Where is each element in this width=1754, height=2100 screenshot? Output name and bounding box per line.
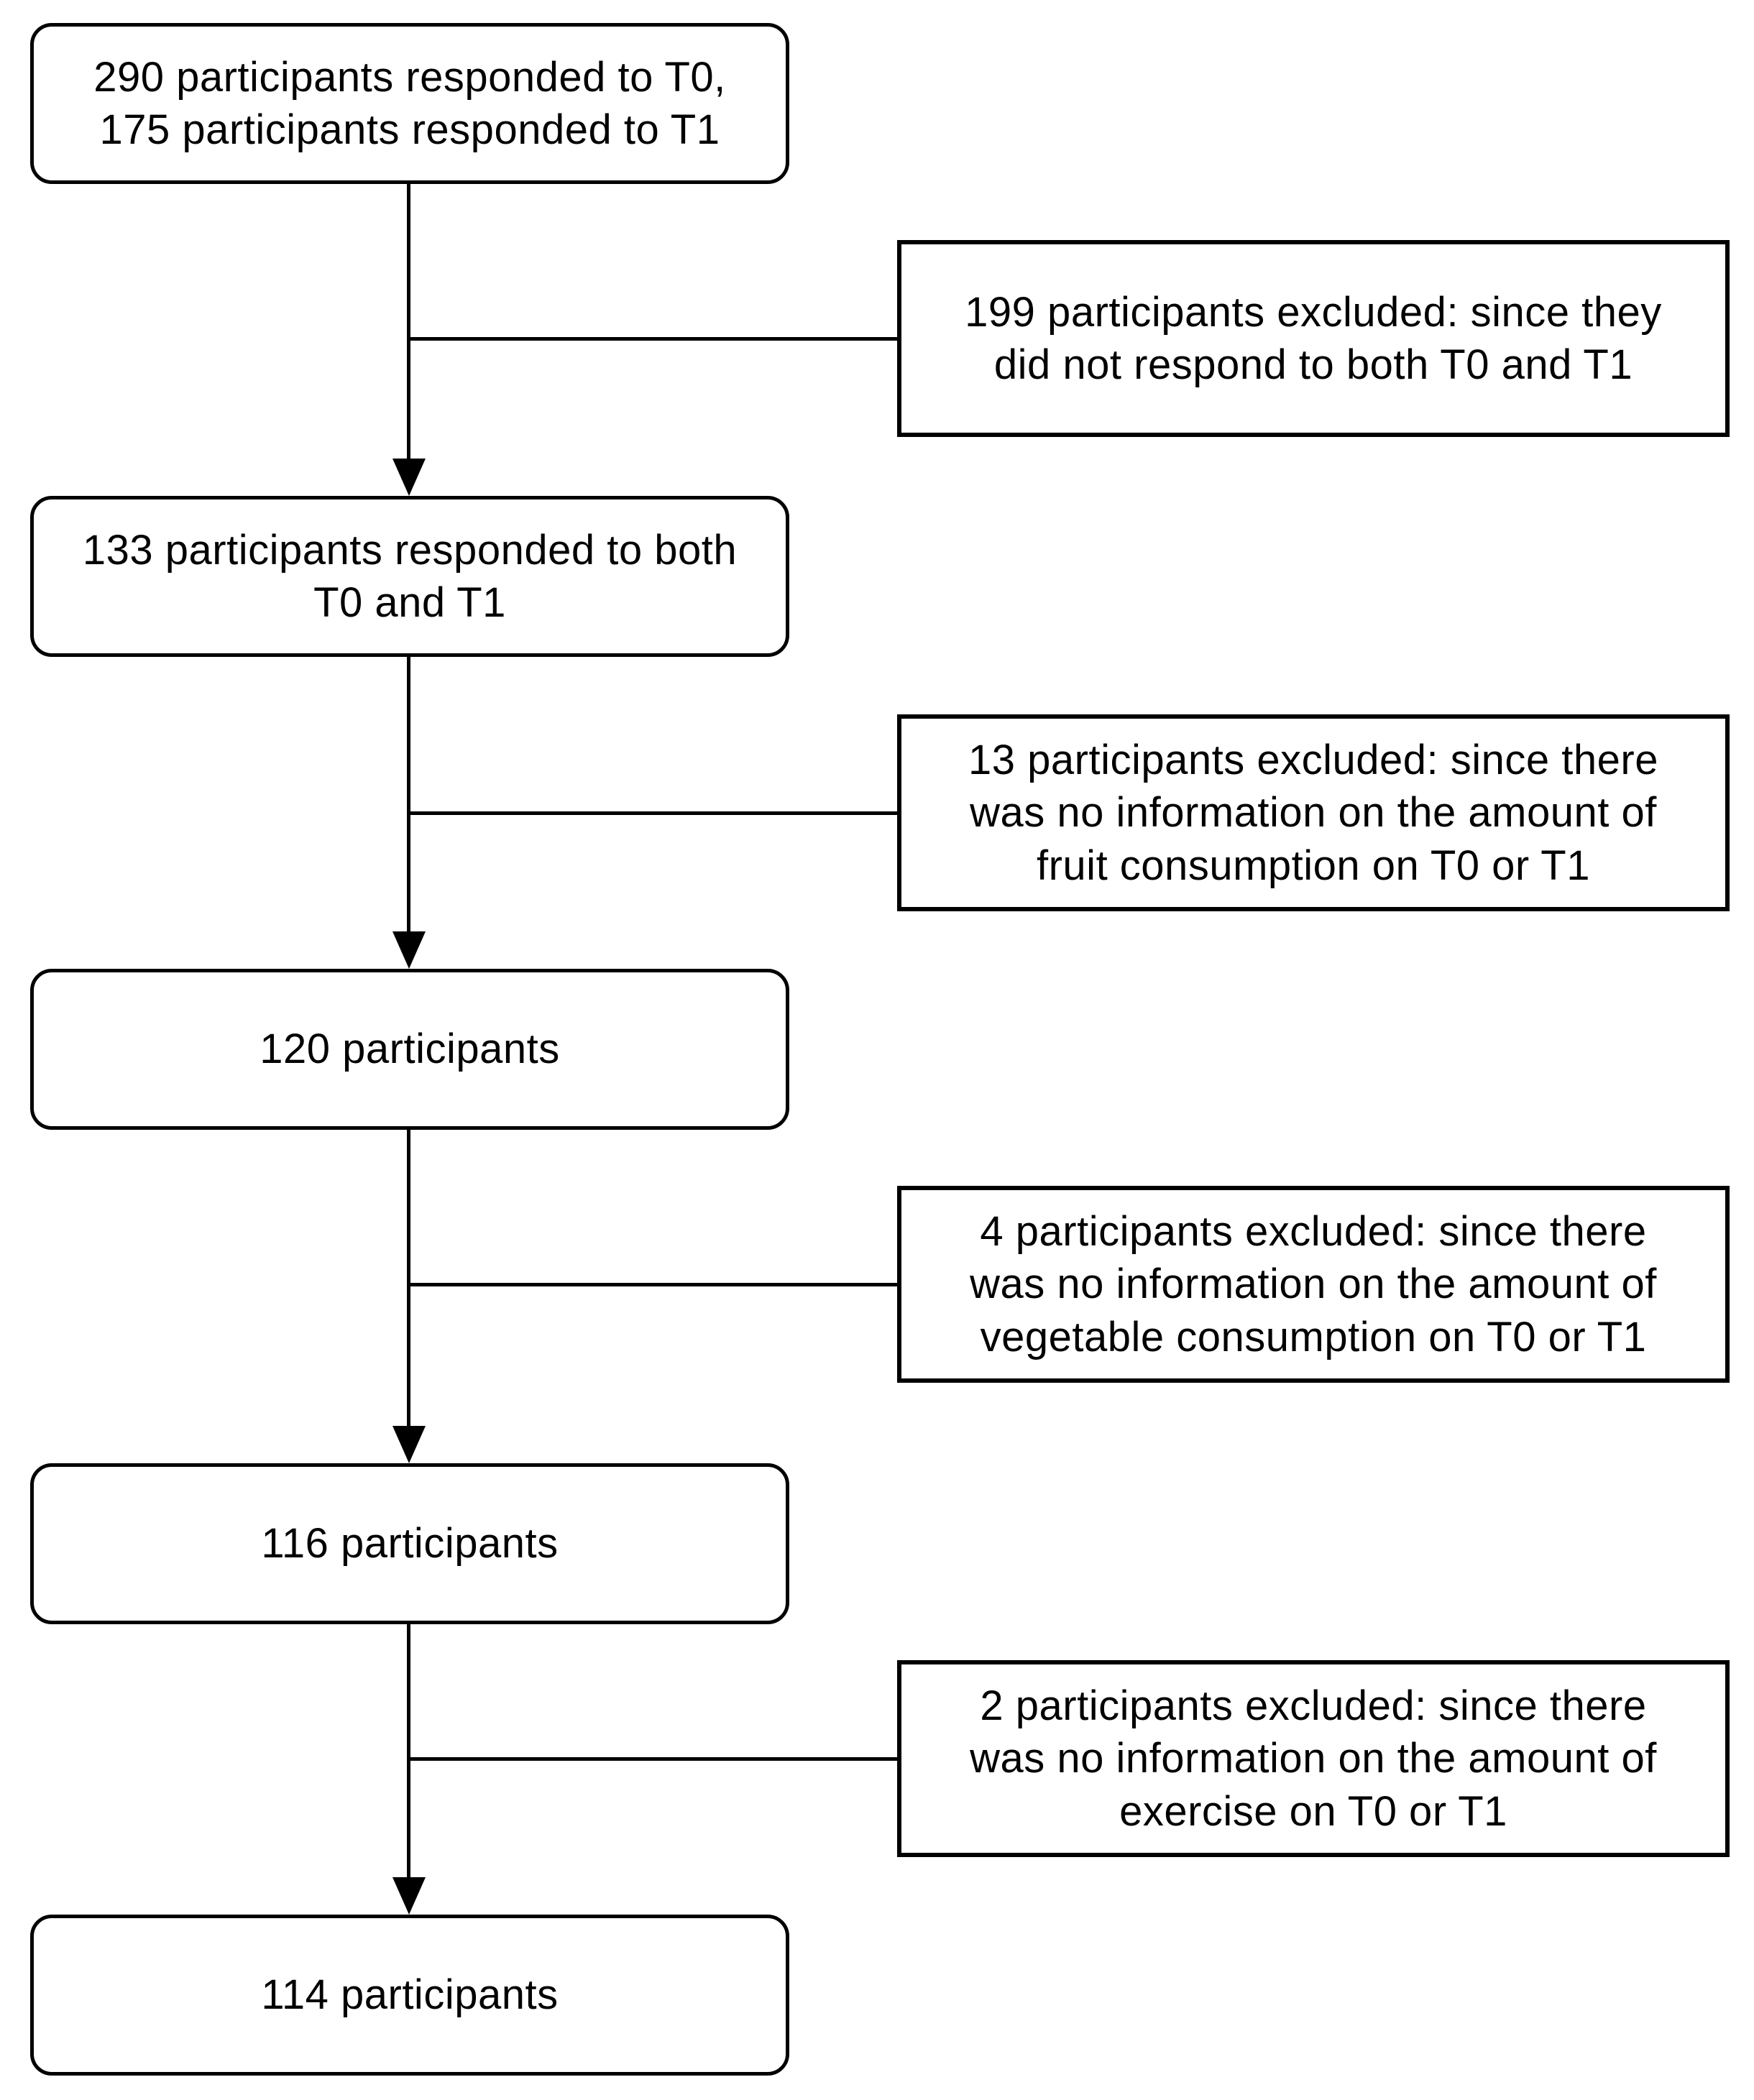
exclusion-node-label: 4 participants excluded: since there was…	[970, 1208, 1657, 1360]
flow-node-116-participants: 116 participants	[30, 1463, 789, 1624]
flow-node-120-participants: 120 participants	[30, 969, 789, 1130]
flow-node-label: 290 participants responded to T0, 175 pa…	[93, 53, 726, 153]
flow-node-label: 133 participants responded to both T0 an…	[82, 526, 738, 626]
flow-node-label: 114 participants	[261, 1971, 559, 2019]
exclusion-node-label: 2 participants excluded: since there was…	[970, 1682, 1657, 1835]
arrowhead-down-icon	[392, 931, 426, 969]
connector-vertical	[407, 1130, 410, 1426]
connector-vertical	[407, 1624, 410, 1877]
exclusion-node-no-vegetable-info: 4 participants excluded: since there was…	[897, 1186, 1730, 1383]
flow-node-114-participants: 114 participants	[30, 1915, 789, 2076]
exclusion-node-label: 13 participants excluded: since there wa…	[968, 737, 1658, 889]
arrowhead-down-icon	[392, 1877, 426, 1915]
exclusion-node-no-fruit-info: 13 participants excluded: since there wa…	[897, 714, 1730, 911]
connector-branch	[408, 1757, 897, 1761]
flow-node-label: 120 participants	[260, 1026, 560, 1073]
arrowhead-down-icon	[392, 1426, 426, 1463]
connector-branch	[408, 337, 897, 341]
connector-branch	[408, 1283, 897, 1286]
exclusion-node-no-exercise-info: 2 participants excluded: since there was…	[897, 1660, 1730, 1857]
exclusion-node-not-both-t0-t1: 199 participants excluded: since they di…	[897, 240, 1730, 437]
flow-node-label: 116 participants	[261, 1520, 559, 1567]
arrowhead-down-icon	[392, 459, 426, 496]
connector-vertical	[407, 184, 410, 460]
connector-branch	[408, 811, 897, 815]
connector-vertical	[407, 657, 410, 931]
flow-node-both-t0-t1: 133 participants responded to both T0 an…	[30, 496, 789, 657]
flow-node-initial-responses: 290 participants responded to T0, 175 pa…	[30, 23, 789, 184]
exclusion-node-label: 199 participants excluded: since they di…	[965, 288, 1662, 388]
